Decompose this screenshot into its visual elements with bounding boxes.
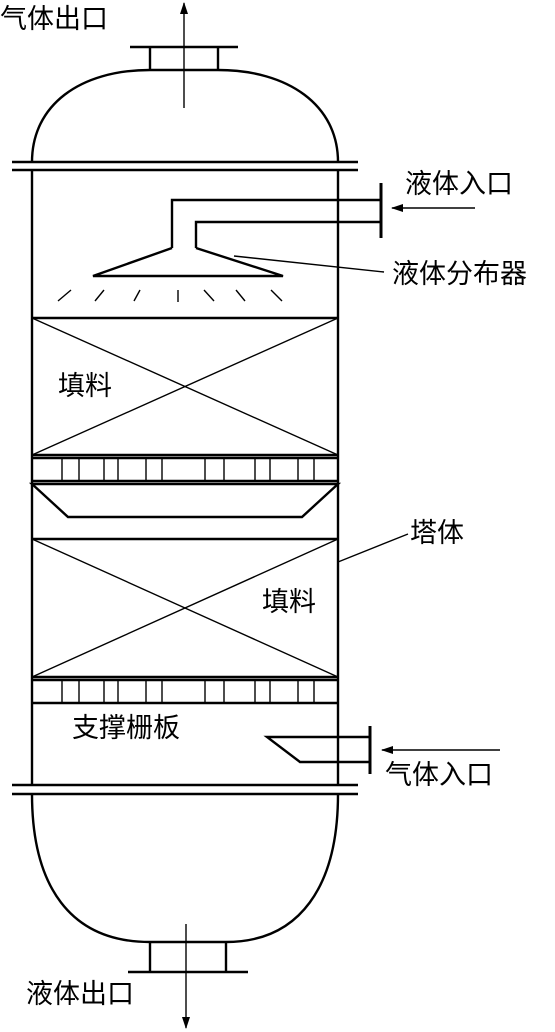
label-gas-inlet: 气体入口 <box>385 760 493 791</box>
label-support-grid: 支撑栅板 <box>72 713 180 744</box>
top-flange <box>12 160 358 172</box>
liquid-redistributor <box>28 482 342 519</box>
liquid-spray-lines <box>57 289 283 302</box>
distributor-leader <box>233 255 385 273</box>
tower-body-leader <box>337 533 409 563</box>
label-liquid-outlet: 液体出口 <box>26 979 134 1010</box>
label-liquid-inlet: 液体入口 <box>405 169 513 200</box>
gas-inlet-pipe <box>263 726 372 774</box>
liquid-distributor <box>92 246 284 278</box>
label-gas-outlet: 气体出口 <box>0 4 108 35</box>
upper-packing-bed <box>31 316 339 457</box>
liquid-inlet-pipe <box>170 183 383 248</box>
liquid-outlet-nozzle <box>128 942 248 974</box>
label-tower-body: 塔体 <box>410 518 464 549</box>
tower-shell <box>30 170 340 785</box>
lower-support-grid <box>32 678 338 705</box>
lower-packing-bed <box>31 537 339 679</box>
top-head <box>30 68 340 163</box>
label-liquid-distributor: 液体分布器 <box>392 259 527 290</box>
label-packing-lower: 填料 <box>262 587 316 618</box>
label-packing-upper: 填料 <box>58 371 112 402</box>
bottom-flange <box>12 783 358 796</box>
upper-support-grid <box>32 456 338 483</box>
bottom-head <box>30 793 340 944</box>
